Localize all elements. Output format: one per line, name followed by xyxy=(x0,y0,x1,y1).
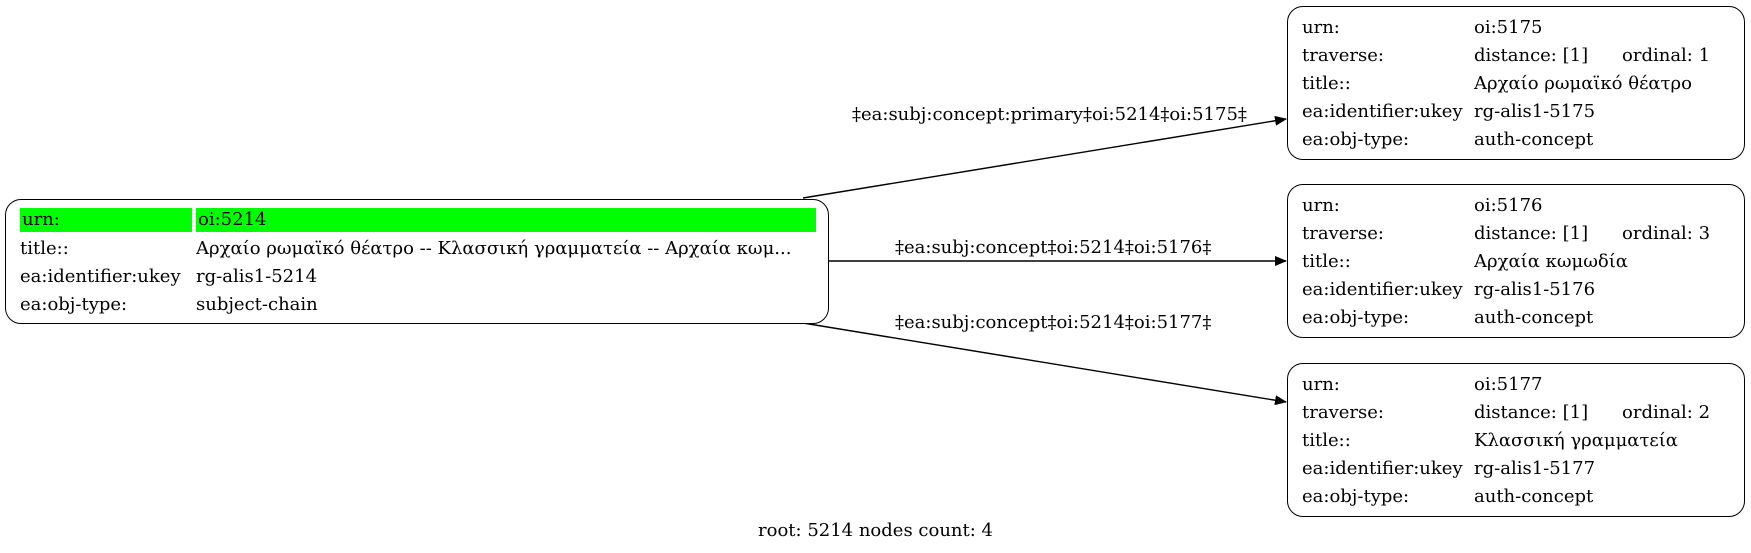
child-ukey-value: rg-alis1-5175 xyxy=(1474,100,1596,122)
child-type-key: ea:obj-type: xyxy=(1302,128,1410,150)
root-row-type: ea:obj-type: subject-chain xyxy=(20,290,818,318)
child-ukey-key: ea:identifier:ukey xyxy=(1302,457,1463,479)
child-row-ukey: ea:identifier:ukey rg-alis1-5175 xyxy=(1302,97,1734,125)
child-ukey-value: rg-alis1-5176 xyxy=(1474,278,1596,300)
root-type-key: ea:obj-type: xyxy=(20,293,128,315)
child-urn-value: oi:5176 xyxy=(1474,194,1543,216)
root-ukey-key: ea:identifier:ukey xyxy=(20,265,181,287)
root-title-value: Αρχαίο ρωμαϊκό θέατρο -- Κλασσική γραμμα… xyxy=(196,237,792,259)
child-row-traverse: traverse: distance: [1] ordinal: 1 xyxy=(1302,41,1734,69)
child-distance: distance: [1] xyxy=(1474,401,1589,423)
child-title-value: Αρχαία κωμωδία xyxy=(1474,250,1628,272)
child-ordinal: ordinal: 3 xyxy=(1622,222,1711,244)
child-title-key: title:: xyxy=(1302,250,1351,272)
child-ukey-value: rg-alis1-5177 xyxy=(1474,457,1596,479)
child-title-value: Κλασσική γραμματεία xyxy=(1474,429,1678,451)
child-row-type: ea:obj-type: auth-concept xyxy=(1302,482,1734,510)
child-distance: distance: [1] xyxy=(1474,222,1589,244)
child-ukey-key: ea:identifier:ukey xyxy=(1302,278,1463,300)
edge-label-5176: ‡ea:subj:concept‡oi:5214‡oi:5176‡ xyxy=(895,237,1212,258)
child-row-title: title:: Κλασσική γραμματεία xyxy=(1302,426,1734,454)
child-traverse-value: distance: [1] ordinal: 2 xyxy=(1474,402,1734,423)
root-urn-value: oi:5214 xyxy=(196,208,816,232)
root-row-urn: urn: oi:5214 xyxy=(20,206,818,234)
child-urn-value: oi:5175 xyxy=(1474,16,1543,38)
child-ordinal: ordinal: 1 xyxy=(1622,44,1711,66)
root-urn-key: urn: xyxy=(20,208,192,232)
child-node-5176[interactable]: urn: oi:5176 traverse: distance: [1] ord… xyxy=(1287,184,1745,338)
root-row-title: title:: Αρχαίο ρωμαϊκό θέατρο -- Κλασσικ… xyxy=(20,234,818,262)
child-urn-key: urn: xyxy=(1302,16,1340,38)
root-row-ukey: ea:identifier:ukey rg-alis1-5214 xyxy=(20,262,818,290)
child-node-5175[interactable]: urn: oi:5175 traverse: distance: [1] ord… xyxy=(1287,6,1745,160)
child-distance: distance: [1] xyxy=(1474,44,1589,66)
edge-line-5177 xyxy=(802,322,1287,406)
graph-footer: root: 5214 nodes count: 4 xyxy=(758,520,993,541)
child-row-ukey: ea:identifier:ukey rg-alis1-5177 xyxy=(1302,454,1734,482)
child-traverse-key: traverse: xyxy=(1302,222,1384,244)
child-row-title: title:: Αρχαία κωμωδία xyxy=(1302,247,1734,275)
edge-label-5175: ‡ea:subj:concept:primary‡oi:5214‡oi:5175… xyxy=(852,104,1247,125)
child-node-5177[interactable]: urn: oi:5177 traverse: distance: [1] ord… xyxy=(1287,363,1745,517)
child-traverse-key: traverse: xyxy=(1302,44,1384,66)
child-row-traverse: traverse: distance: [1] ordinal: 2 xyxy=(1302,398,1734,426)
child-type-key: ea:obj-type: xyxy=(1302,485,1410,507)
child-title-value: Αρχαίο ρωμαϊκό θέατρο xyxy=(1474,72,1692,94)
root-ukey-value: rg-alis1-5214 xyxy=(196,265,318,287)
child-row-traverse: traverse: distance: [1] ordinal: 3 xyxy=(1302,219,1734,247)
child-row-ukey: ea:identifier:ukey rg-alis1-5176 xyxy=(1302,275,1734,303)
child-urn-value: oi:5177 xyxy=(1474,373,1543,395)
child-ordinal: ordinal: 2 xyxy=(1622,401,1711,423)
edge-line-5175 xyxy=(802,115,1287,199)
root-title-key: title:: xyxy=(20,237,69,259)
child-type-key: ea:obj-type: xyxy=(1302,306,1410,328)
child-title-key: title:: xyxy=(1302,72,1351,94)
child-row-title: title:: Αρχαίο ρωμαϊκό θέατρο xyxy=(1302,69,1734,97)
child-urn-key: urn: xyxy=(1302,194,1340,216)
child-row-type: ea:obj-type: auth-concept xyxy=(1302,125,1734,153)
child-row-type: ea:obj-type: auth-concept xyxy=(1302,303,1734,331)
child-type-value: auth-concept xyxy=(1474,485,1594,507)
root-node[interactable]: urn: oi:5214 title:: Αρχαίο ρωμαϊκό θέατ… xyxy=(5,199,829,324)
child-type-value: auth-concept xyxy=(1474,306,1594,328)
child-type-value: auth-concept xyxy=(1474,128,1594,150)
root-type-value: subject-chain xyxy=(196,293,318,315)
child-row-urn: urn: oi:5175 xyxy=(1302,13,1734,41)
child-traverse-value: distance: [1] ordinal: 3 xyxy=(1474,223,1734,244)
edge-label-5177: ‡ea:subj:concept‡oi:5214‡oi:5177‡ xyxy=(895,312,1212,333)
child-row-urn: urn: oi:5176 xyxy=(1302,191,1734,219)
child-traverse-value: distance: [1] ordinal: 1 xyxy=(1474,45,1734,66)
child-urn-key: urn: xyxy=(1302,373,1340,395)
child-traverse-key: traverse: xyxy=(1302,401,1384,423)
child-title-key: title:: xyxy=(1302,429,1351,451)
child-row-urn: urn: oi:5177 xyxy=(1302,370,1734,398)
child-ukey-key: ea:identifier:ukey xyxy=(1302,100,1463,122)
